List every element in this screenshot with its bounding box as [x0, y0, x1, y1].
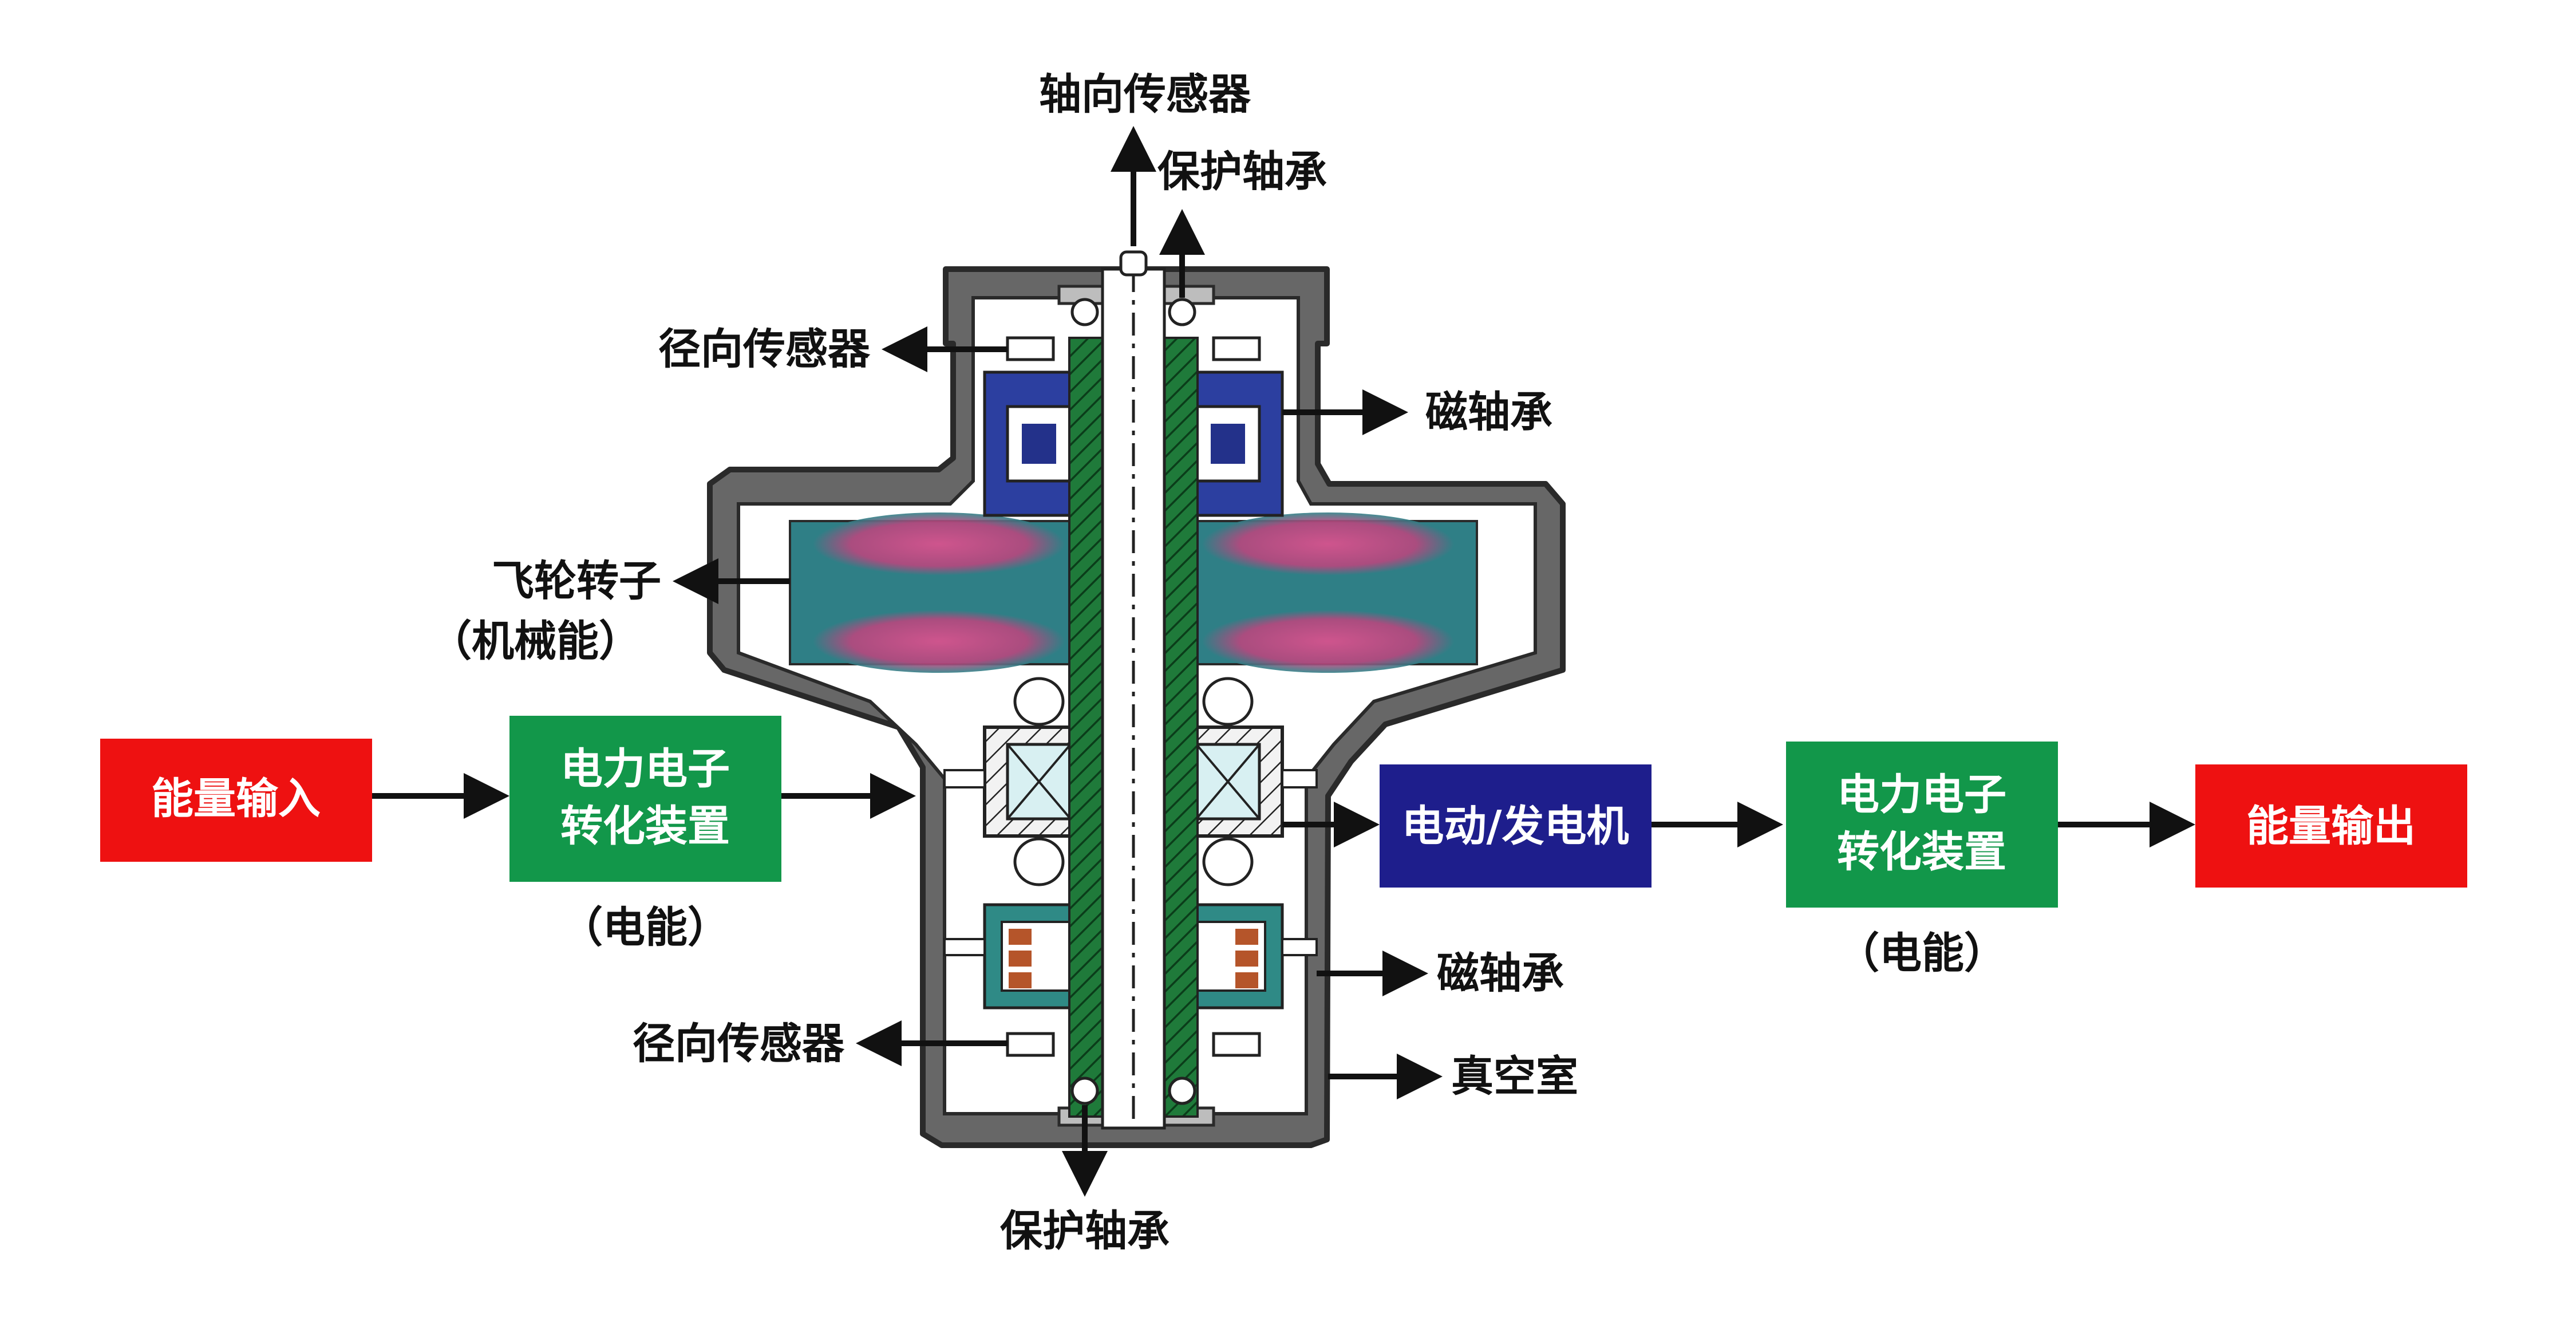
converter-left-line2: 转化装置 [560, 802, 730, 851]
protective-bearing-top-label: 保护轴承 [1157, 147, 1327, 196]
energy-input-box: 能量输入 [100, 739, 372, 862]
energy-output-label: 能量输出 [2246, 802, 2416, 851]
vacuum-chamber-label: 真空室 [1451, 1052, 1578, 1101]
radial-sensor-bottom-label: 径向传感器 [633, 1019, 845, 1068]
lower-rail-left [943, 938, 986, 956]
end-turn-ll [1013, 837, 1065, 886]
end-turn-lr [1202, 837, 1254, 886]
end-turn-ul [1013, 677, 1065, 726]
copper-coil-l1 [1009, 929, 1032, 945]
radial-sensor-top-left-block [1006, 336, 1055, 361]
motor-generator-box: 电动/发电机 [1380, 764, 1652, 888]
radial-sensor-bottom-right-block [1212, 1032, 1261, 1057]
copper-coil-r2 [1235, 951, 1258, 967]
copper-coil-l2 [1009, 951, 1032, 967]
arrow-icon [372, 126, 2195, 1197]
magnetic-bearing-bottom-label: 磁轴承 [1437, 949, 1564, 998]
ball-bearing-icon [1070, 298, 1196, 1105]
copper-coil-r3 [1235, 972, 1258, 988]
ball-bearing-bottom-right [1168, 1077, 1196, 1105]
rail-left [943, 769, 986, 788]
radial-sensor-top-label: 径向传感器 [658, 325, 871, 374]
radial-sensor-top-right-block [1212, 336, 1261, 361]
converter-left-line1: 电力电子 [560, 744, 730, 794]
upper-bearing-right-coil [1211, 424, 1245, 464]
converter-right-line1: 电力电子 [1837, 770, 2006, 819]
end-turn-ur [1202, 677, 1254, 726]
shaft-top-cap [1119, 250, 1148, 277]
rotor-pink-ur [1202, 512, 1454, 575]
motor-generator-label: 电动/发电机 [1401, 802, 1629, 851]
converter-right-box: 电力电子 转化装置 [1786, 742, 2058, 908]
energy-output-box: 能量输出 [2195, 764, 2467, 888]
rotor-pink-ll [813, 610, 1065, 673]
ball-bearing-bottom-left [1070, 1077, 1099, 1105]
rotor-pink-lr [1202, 610, 1454, 673]
energy-input-label: 能量输入 [151, 774, 321, 823]
ball-bearing-top-right [1168, 298, 1196, 326]
stator-right-x [1195, 743, 1261, 820]
rail-right [1281, 769, 1318, 788]
mechanical-energy-label: （机械能） [429, 617, 641, 666]
converter-left-box: 电力电子 转化装置 [509, 716, 781, 882]
shaft-hatch-right [1163, 337, 1199, 1118]
rotor-shaft [1068, 250, 1199, 1130]
stator-left-x [1006, 743, 1072, 820]
magnetic-bearing-top-label: 磁轴承 [1425, 388, 1552, 437]
flywheel-rotor-label: 飞轮转子 [492, 557, 661, 606]
axial-sensor-label: 轴向传感器 [1039, 70, 1251, 119]
protective-bearing-bottom-label: 保护轴承 [1000, 1206, 1170, 1256]
radial-sensor-bottom-hardware [1006, 1032, 1261, 1057]
ball-bearing-top-left [1070, 298, 1099, 326]
copper-coil-l3 [1009, 972, 1032, 988]
shaft-hatch-left [1068, 337, 1104, 1118]
radial-sensor-bottom-left-block [1006, 1032, 1055, 1057]
radial-sensor-top-hardware [1006, 336, 1261, 361]
upper-bearing-left-coil [1022, 424, 1056, 464]
converter-right-line2: 转化装置 [1837, 827, 2006, 877]
copper-coil-r1 [1235, 929, 1258, 945]
rotor-pink-ul [813, 512, 1065, 575]
electric-energy-right-label: （电能） [1837, 929, 2006, 978]
lower-rail-right [1281, 938, 1318, 956]
electric-energy-left-label: （电能） [560, 903, 730, 952]
